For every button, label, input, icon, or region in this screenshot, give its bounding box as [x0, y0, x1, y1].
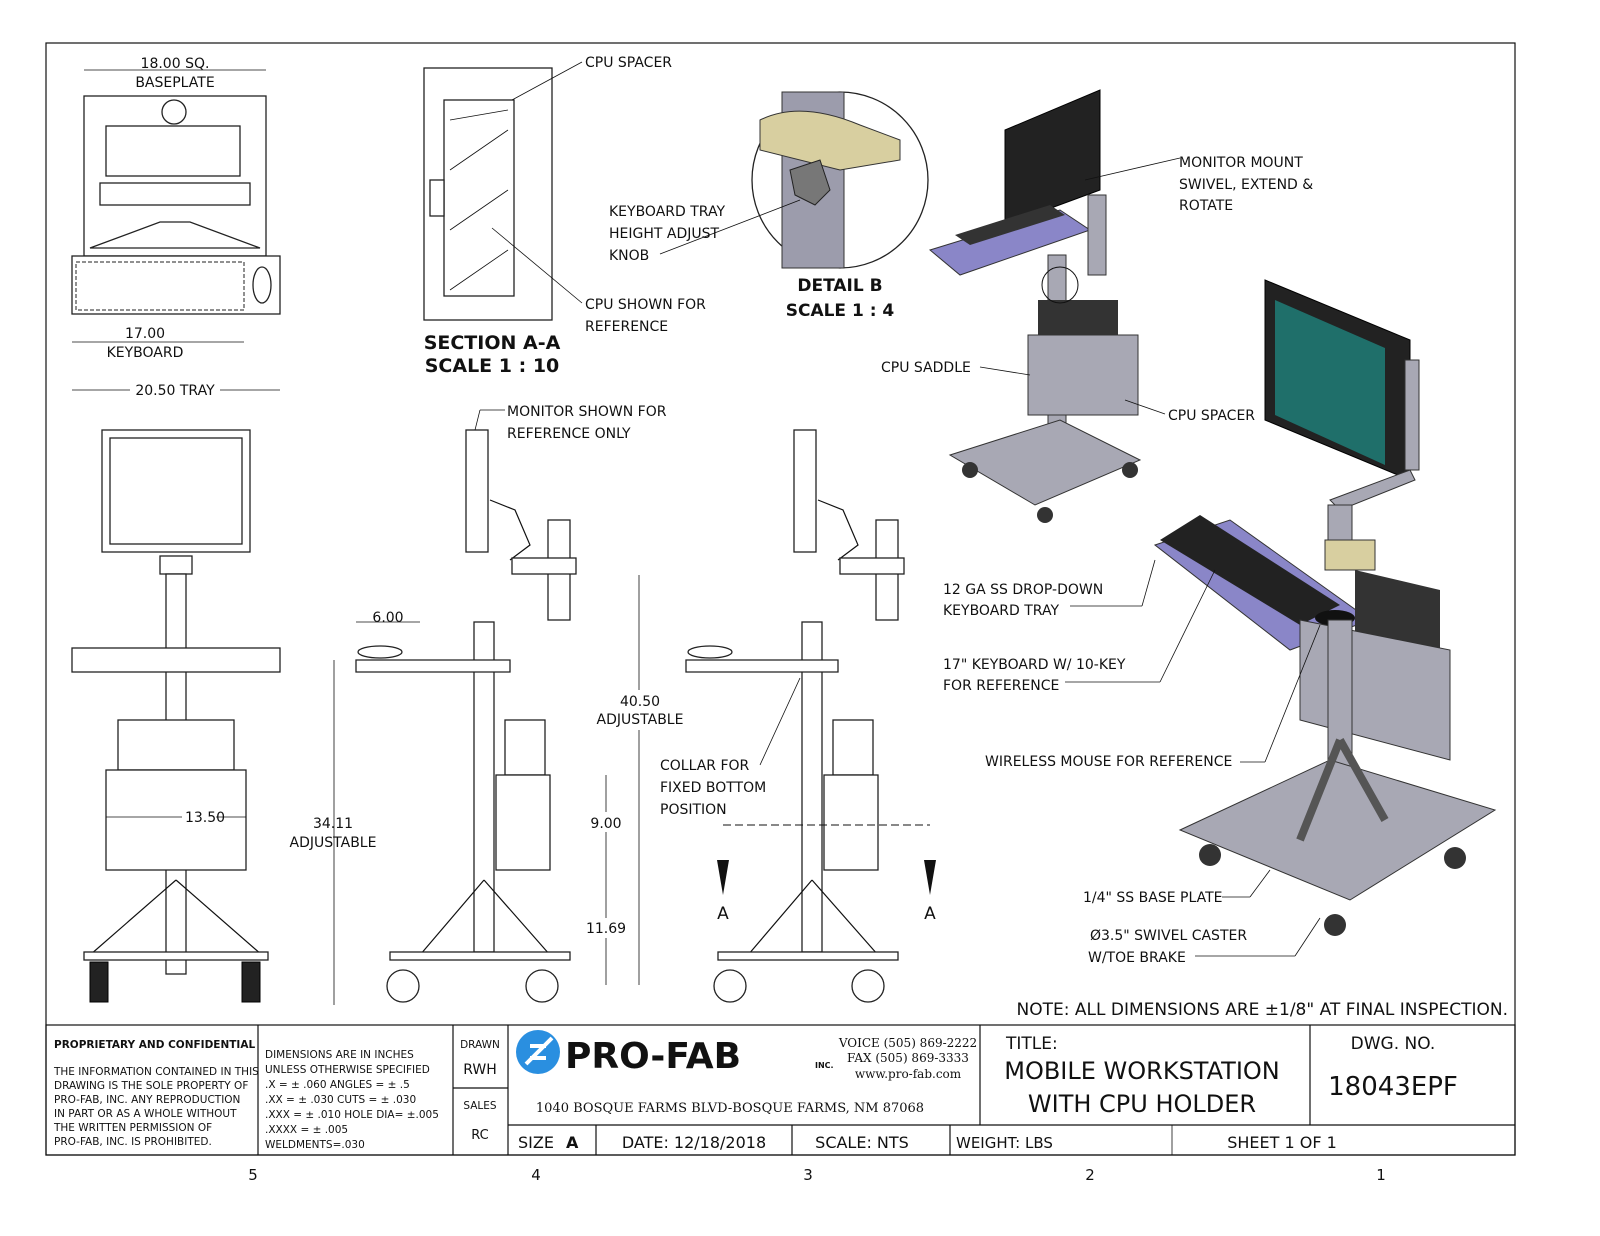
front-width-dim: 13.50	[185, 810, 225, 826]
detail-title: DETAIL B	[797, 276, 882, 296]
top-dim: 40.50	[620, 694, 660, 710]
scale: SCALE: NTS	[815, 1133, 909, 1152]
zone-numbers: 5 4 3 2 1	[248, 1166, 1386, 1184]
tray-label-2: KEYBOARD TRAY	[943, 603, 1059, 619]
cpu-ref-label: CPU SHOWN FOR	[585, 297, 706, 313]
sales-by: RC	[471, 1128, 488, 1143]
tolerance-line: .XXXX = ± .005	[265, 1124, 348, 1136]
proprietary-line: PRO-FAB, INC. ANY REPRODUCTION	[54, 1094, 240, 1106]
drawn-by: RWH	[463, 1062, 497, 1078]
proprietary-line: THE WRITTEN PERMISSION OF	[53, 1122, 212, 1134]
tolerance-note: NOTE: ALL DIMENSIONS ARE ±1/8" AT FINAL …	[1017, 1000, 1508, 1020]
monitor-screen	[1275, 300, 1385, 465]
monitor-ref-label-2: REFERENCE ONLY	[507, 426, 631, 442]
cpu-dim: 9.00	[590, 816, 621, 832]
collar-label-3: POSITION	[660, 802, 727, 818]
keyboard-label-2: FOR REFERENCE	[943, 678, 1059, 694]
detail-scale: SCALE 1 : 4	[786, 301, 895, 321]
isometric-small-view	[928, 89, 1142, 523]
section-title: SECTION A-A	[424, 332, 561, 354]
proprietary-line: PRO-FAB, INC. IS PROHIBITED.	[54, 1136, 212, 1148]
isometric-callouts: MONITOR MOUNT SWIVEL, EXTEND & ROTATE CP…	[881, 155, 1321, 966]
pro-fab-logo: PRO-FAB INC.	[516, 1030, 834, 1077]
collar-label-1: COLLAR FOR	[660, 758, 750, 774]
front-view: 13.50	[71, 429, 281, 1003]
tray-label-1: 12 GA SS DROP-DOWN	[943, 582, 1103, 598]
tolerance-line: DIMENSIONS ARE IN INCHES	[265, 1049, 414, 1061]
collar-label-2: FIXED BOTTOM	[660, 780, 766, 796]
baseplate-dim: 18.00 SQ.	[141, 56, 210, 72]
tolerance-line: .X = ± .060 ANGLES = ± .5	[265, 1079, 410, 1091]
caster-label-2: W/TOE BRAKE	[1088, 950, 1186, 966]
cpu-spacer-label: CPU SPACER	[585, 55, 672, 71]
height-dim: 34.11	[313, 816, 353, 832]
isometric-large-view	[1153, 279, 1497, 936]
tolerance-line: UNLESS OTHERWISE SPECIFIED	[265, 1064, 430, 1076]
cpu-saddle-label: CPU SADDLE	[881, 360, 971, 376]
zone-number: 5	[248, 1166, 258, 1184]
side-view: MONITOR SHOWN FOR REFERENCE ONLY 6.00 34…	[290, 404, 688, 1005]
company-suffix: INC.	[815, 1061, 834, 1070]
proprietary-line: DRAWING IS THE SOLE PROPERTY OF	[54, 1080, 248, 1092]
size-label: SIZE	[518, 1133, 554, 1152]
cpu-ref-label-2: REFERENCE	[585, 319, 668, 335]
zone-number: 4	[531, 1166, 541, 1184]
title-block: PROPRIETARY AND CONFIDENTIAL THE INFORMA…	[45, 1024, 1516, 1156]
tolerance-line: .XX = ± .030 CUTS = ± .030	[265, 1094, 416, 1106]
zone-number: 2	[1085, 1166, 1095, 1184]
height-label: ADJUSTABLE	[290, 835, 377, 851]
monitor-ref-label: MONITOR SHOWN FOR	[507, 404, 667, 420]
keyboard-dim: 17.00	[125, 326, 165, 342]
proprietary-line: THE INFORMATION CONTAINED IN THIS	[53, 1066, 259, 1078]
section-mark-left: A	[717, 904, 729, 924]
offset-dim: 6.00	[372, 610, 403, 626]
keyboard-label: KEYBOARD	[107, 345, 184, 361]
date: DATE: 12/18/2018	[622, 1133, 766, 1152]
knob-label-3: KNOB	[609, 248, 649, 264]
monitor-mount-label-3: ROTATE	[1179, 198, 1233, 214]
mouse-label: WIRELESS MOUSE FOR REFERENCE	[985, 754, 1232, 770]
monitor-mount-label-1: MONITOR MOUNT	[1179, 155, 1303, 171]
fax-phone: FAX (505) 869-3333	[847, 1051, 969, 1065]
baseplate-label: BASEPLATE	[135, 75, 214, 91]
section-a-a-view: CPU SPACER CPU SHOWN FOR REFERENCE SECTI…	[423, 55, 706, 377]
drawing-title-1: MOBILE WORKSTATION	[1004, 1057, 1280, 1085]
detail-b-view: KEYBOARD TRAY HEIGHT ADJUST KNOB DETAIL …	[609, 91, 929, 321]
website[interactable]: www.pro-fab.com	[855, 1067, 962, 1081]
proprietary-title: PROPRIETARY AND CONFIDENTIAL	[54, 1039, 255, 1051]
title-label: TITLE:	[1005, 1034, 1058, 1054]
size-value: A	[566, 1133, 579, 1152]
tolerance-line: WELDMENTS=.030	[265, 1139, 365, 1151]
caster-label-1: Ø3.5" SWIVEL CASTER	[1090, 928, 1247, 944]
sales-label: SALES	[463, 1100, 497, 1112]
company-name: PRO-FAB	[565, 1036, 741, 1077]
knob-label-2: HEIGHT ADJUST	[609, 226, 720, 242]
tolerance-line: .XXX = ± .010 HOLE DIA= ±.005	[265, 1109, 439, 1121]
tray-dim: 20.50 TRAY	[135, 383, 215, 399]
section-mark-right: A	[924, 904, 936, 924]
drawing-title-2: WITH CPU HOLDER	[1028, 1090, 1256, 1118]
monitor-mount-label-2: SWIVEL, EXTEND &	[1179, 177, 1313, 193]
drawn-label: DRAWN	[460, 1039, 500, 1051]
base-dim: 11.69	[586, 921, 626, 937]
voice-phone: VOICE (505) 869-2222	[838, 1036, 977, 1050]
dwg-no-label: DWG. NO.	[1351, 1034, 1436, 1054]
keyboard-label-1: 17" KEYBOARD W/ 10-KEY	[943, 657, 1126, 673]
sheet: SHEET 1 OF 1	[1227, 1133, 1337, 1152]
side-view-2: A A COLLAR FOR FIXED BOTTOM POSITION	[660, 429, 936, 1003]
zone-number: 3	[803, 1166, 813, 1184]
address: 1040 BOSQUE FARMS BLVD-BOSQUE FARMS, NM …	[536, 1101, 924, 1116]
top-view: 18.00 SQ. BASEPLATE 17.00 KEYBOARD 20.50…	[71, 56, 281, 399]
knob-label-1: KEYBOARD TRAY	[609, 204, 725, 220]
dwg-no: 18043EPF	[1328, 1072, 1458, 1102]
top-label: ADJUSTABLE	[597, 712, 684, 728]
weight: WEIGHT: LBS	[956, 1134, 1053, 1152]
zone-number: 1	[1376, 1166, 1386, 1184]
section-scale: SCALE 1 : 10	[425, 355, 560, 377]
iso-cpu-spacer-label: CPU SPACER	[1168, 408, 1255, 424]
proprietary-line: IN PART OR AS A WHOLE WITHOUT	[54, 1108, 237, 1120]
base-plate-label: 1/4" SS BASE PLATE	[1083, 890, 1222, 906]
